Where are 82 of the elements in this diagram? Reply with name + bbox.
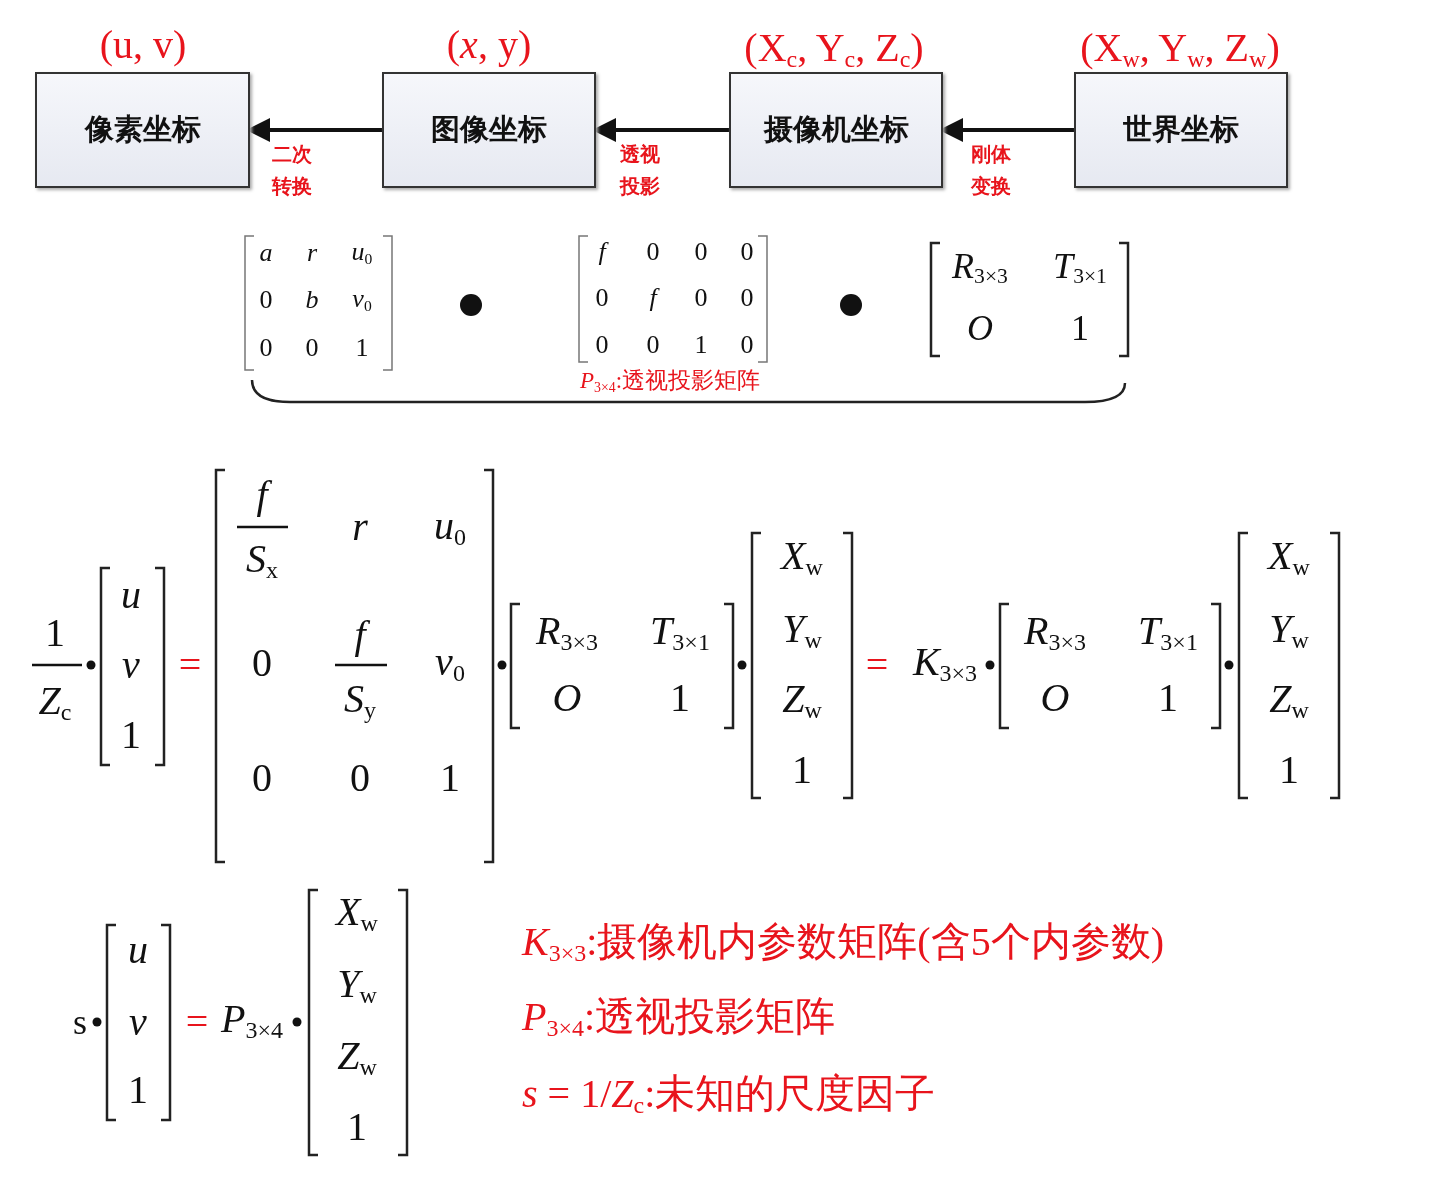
matrix-entry: a (259, 240, 273, 266)
annotation-text: s = 1/Z$_{c}$:未知的尺度因子 (522, 1073, 936, 1117)
matrix-entry: S$_{x}$ (246, 538, 278, 582)
matrix-entry: 0 (646, 332, 660, 358)
matrix-entry: R$_{3×3}$ (952, 248, 1008, 288)
matrix-caption: P$_{3×4}$:透视投影矩阵 (580, 369, 760, 395)
matrix-entry: 1 (440, 758, 460, 798)
matrix-entry: 1 (355, 335, 369, 361)
matrix-entry: 1 (1158, 678, 1178, 718)
matrix-entry: T$_{3×1}$ (650, 610, 710, 654)
equation-term: Z$_{c}$ (38, 680, 72, 724)
annotation-text: K$_{3×3}$:摄像机内参数矩阵(含5个内参数) (522, 921, 1164, 965)
coordinate-system-box (1074, 72, 1288, 188)
coordinate-system-box (382, 72, 596, 188)
box-label: 世界坐标 (1123, 111, 1239, 148)
matrix-entry: 0 (252, 758, 272, 798)
matrix-entry: 1 (694, 332, 708, 358)
matrix-entry: X$_{w}$ (1268, 535, 1310, 579)
matrix-entry: 0 (595, 332, 609, 358)
matrix-entry: Y$_{w}$ (782, 608, 822, 652)
equals-sign: = (178, 645, 202, 685)
matrix-entry: 0 (259, 287, 273, 313)
matrix-entry: S$_{y}$ (344, 678, 376, 722)
matrix-entry: 1 (792, 750, 812, 790)
coordinate-label: (X$_{c}$, Y$_{c}$, Z$_{c}$) (744, 27, 924, 71)
matrix-entry: 0 (740, 239, 754, 265)
equals-sign: = (185, 1002, 209, 1042)
matrix-entry: O (967, 310, 993, 346)
matrix-entry: 0 (740, 332, 754, 358)
annotation-text: P$_{3×4}$:透视投影矩阵 (522, 996, 836, 1040)
matrix-entry: R$_{3×3}$ (536, 610, 598, 654)
matrix-entry: Z$_{w}$ (337, 1035, 377, 1079)
coordinate-label: (X$_{w}$, Y$_{w}$, Z$_{w}$) (1080, 27, 1280, 71)
equation-term: K$_{3×3}$ (912, 641, 978, 685)
matrix-entry: v (129, 1002, 147, 1042)
matrix-entry: v$_{0}$ (435, 641, 465, 685)
matrix-entry: Y$_{w}$ (337, 963, 377, 1007)
box-label: 摄像机坐标 (763, 111, 909, 148)
equation-term: 1 (45, 613, 65, 653)
matrix-entry: T$_{3×1}$ (1053, 248, 1107, 288)
matrix-entry: Z$_{w}$ (782, 678, 822, 722)
matrix-entry: 0 (694, 285, 708, 311)
matrix-entry: R$_{3×3}$ (1024, 610, 1086, 654)
matrix-entry: 1 (1071, 310, 1089, 346)
matrix-entry: 0 (646, 239, 660, 265)
matrix-entry: b (305, 287, 319, 313)
matrix-entry: X$_{w}$ (781, 535, 823, 579)
coordinate-system-box (35, 72, 250, 188)
matrix-entry: O (552, 678, 582, 718)
matrix-entry: 1 (670, 678, 690, 718)
matrix-entry: T$_{3×1}$ (1138, 610, 1198, 654)
matrix-entry: O (1040, 678, 1070, 718)
matrix-entry: u (128, 930, 148, 970)
matrix-entry: 0 (595, 285, 609, 311)
matrix-entry: r (306, 240, 318, 266)
coordinate-label: (x, y) (446, 25, 532, 65)
matrix-entry: 0 (350, 758, 370, 798)
matrix-entry: 0 (259, 335, 273, 361)
matrix-entry: u$_{0}$ (434, 505, 466, 549)
matrix-entry: 1 (1279, 750, 1299, 790)
equals-sign: = (865, 645, 889, 685)
matrix-entry: 1 (128, 1070, 148, 1110)
coordinate-system-box (729, 72, 943, 188)
equation-term: P$_{3×4}$ (221, 998, 283, 1042)
matrix-entry: X$_{w}$ (336, 891, 378, 935)
matrix-entry: v (122, 645, 140, 685)
coordinate-label: (u, v) (99, 25, 187, 65)
box-label: 像素坐标 (84, 111, 201, 148)
matrix-entry: 0 (305, 335, 319, 361)
matrix-entry: r (352, 507, 368, 547)
matrix-entry: 1 (347, 1107, 367, 1147)
matrix-entry: u (121, 575, 141, 615)
matrix-entry: Z$_{w}$ (1269, 678, 1309, 722)
matrix-entry: 0 (252, 643, 272, 683)
matrix-entry: u$_{0}$ (351, 239, 373, 267)
matrix-entry: 0 (740, 285, 754, 311)
matrix-entry: 1 (121, 715, 141, 755)
equation-term: s (73, 1004, 87, 1040)
matrix-entry: Y$_{w}$ (1269, 608, 1309, 652)
matrix-entry: v$_{0}$ (352, 286, 372, 314)
box-label: 图像坐标 (431, 111, 547, 148)
matrix-entry: 0 (694, 239, 708, 265)
